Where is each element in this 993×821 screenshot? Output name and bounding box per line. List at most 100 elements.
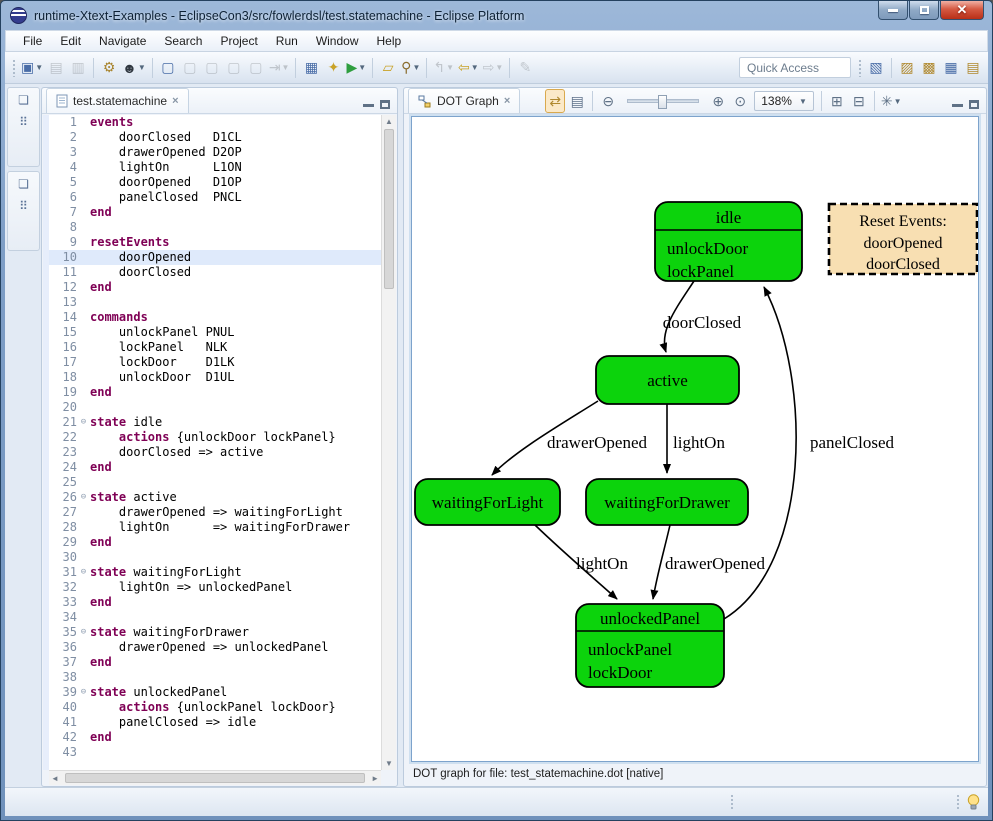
- code-line-8[interactable]: 8: [49, 220, 381, 235]
- scroll-down-icon[interactable]: ▼: [385, 759, 393, 768]
- lightbulb-icon[interactable]: [967, 794, 980, 811]
- menu-edit[interactable]: Edit: [60, 34, 82, 48]
- menu-project[interactable]: Project: [220, 34, 258, 48]
- code-line-18[interactable]: 18 unlockDoor D1UL: [49, 370, 381, 385]
- maximize-view-icon[interactable]: [380, 100, 390, 109]
- reset-layout-icon[interactable]: ✳▼: [880, 89, 903, 113]
- maximize-view-icon[interactable]: [969, 100, 979, 109]
- code-line-17[interactable]: 17 lockDoor D1LK: [49, 355, 381, 370]
- code-line-20[interactable]: 20: [49, 400, 381, 415]
- scroll-right-icon[interactable]: ►: [371, 774, 379, 783]
- minimized-view-stack-1[interactable]: ❏⠿: [7, 87, 40, 167]
- open-resource-icon[interactable]: ▱: [378, 56, 398, 80]
- show-dot-source-icon[interactable]: ▤: [567, 89, 587, 113]
- menu-navigate[interactable]: Navigate: [99, 34, 147, 48]
- code-line-34[interactable]: 34: [49, 610, 381, 625]
- code-line-5[interactable]: 5 doorOpened D1OP: [49, 175, 381, 190]
- code-line-6[interactable]: 6 panelClosed PNCL: [49, 190, 381, 205]
- code-line-22[interactable]: 22 actions {unlockDoor lockPanel}: [49, 430, 381, 445]
- code-line-16[interactable]: 16 lockPanel NLK: [49, 340, 381, 355]
- menu-search[interactable]: Search: [164, 34, 203, 48]
- code-line-4[interactable]: 4 lightOn L1ON: [49, 160, 381, 175]
- state-node-waitingForLight[interactable]: waitingForLight: [414, 478, 561, 526]
- monitor-3-icon[interactable]: ▢: [224, 56, 244, 80]
- perspective-debug-icon[interactable]: ▦: [941, 56, 961, 80]
- zoom-fit-width-icon[interactable]: ⊞: [827, 89, 847, 113]
- zoom-reset-icon[interactable]: ⊙: [730, 89, 750, 113]
- new-spark-icon[interactable]: ✦: [323, 56, 343, 80]
- perspective-java-icon[interactable]: ▤: [963, 56, 983, 80]
- fold-marker-icon[interactable]: ⊖: [80, 627, 87, 637]
- new-wizard-icon[interactable]: ▣▼: [20, 56, 44, 80]
- scroll-left-icon[interactable]: ◄: [51, 774, 59, 783]
- zoom-in-icon[interactable]: ⊕: [708, 89, 728, 113]
- scroll-up-icon[interactable]: ▲: [385, 117, 393, 126]
- code-line-31[interactable]: 31⊖state waitingForLight: [49, 565, 381, 580]
- console-icon[interactable]: ▢: [158, 56, 178, 80]
- tab-close-icon[interactable]: ×: [503, 95, 511, 107]
- back-icon[interactable]: ⇦▼: [457, 56, 480, 80]
- user-avatar-icon[interactable]: ☻▼: [121, 56, 147, 80]
- new-table-icon[interactable]: ▦: [301, 56, 321, 80]
- menu-run[interactable]: Run: [275, 34, 298, 48]
- code-line-40[interactable]: 40 actions {unlockPanel lockDoor}: [49, 700, 381, 715]
- code-line-21[interactable]: 21⊖state idle: [49, 415, 381, 430]
- code-line-41[interactable]: 41 panelClosed => idle: [49, 715, 381, 730]
- fold-marker-icon[interactable]: ⊖: [80, 417, 87, 427]
- save-all-icon[interactable]: ▥: [68, 56, 88, 80]
- zoom-fit-page-icon[interactable]: ⊟: [849, 89, 869, 113]
- perspective-team-icon[interactable]: ▩: [919, 56, 939, 80]
- code-line-13[interactable]: 13: [49, 295, 381, 310]
- zoom-level-combo[interactable]: 138%▼: [754, 91, 814, 111]
- save-icon[interactable]: ▤: [46, 56, 66, 80]
- editor-vertical-scrollbar[interactable]: ▲ ▼: [381, 115, 396, 770]
- search-flashlight-icon[interactable]: ⚲▼: [400, 56, 421, 80]
- forward-icon[interactable]: ⇨▼: [482, 56, 505, 80]
- maximize-button[interactable]: [909, 1, 939, 20]
- open-perspective-icon[interactable]: ▧: [866, 56, 886, 80]
- link-with-editor-icon[interactable]: ⇄: [545, 89, 566, 113]
- close-button[interactable]: ✕: [940, 1, 984, 20]
- menu-file[interactable]: File: [23, 34, 43, 48]
- fold-marker-icon[interactable]: ⊖: [80, 492, 87, 502]
- code-line-30[interactable]: 30: [49, 550, 381, 565]
- zoom-slider-thumb[interactable]: [657, 95, 667, 109]
- code-line-39[interactable]: 39⊖state unlockedPanel: [49, 685, 381, 700]
- quick-access-box[interactable]: Quick Access: [739, 57, 851, 78]
- code-line-43[interactable]: 43: [49, 745, 381, 760]
- menu-window[interactable]: Window: [315, 34, 359, 48]
- scroll-thumb[interactable]: [384, 129, 394, 289]
- state-node-waitingForDrawer[interactable]: waitingForDrawer: [585, 478, 749, 526]
- restore-view-icon[interactable]: ❏: [18, 93, 29, 107]
- last-edit-icon[interactable]: ↰▼: [432, 56, 455, 80]
- scroll-thumb[interactable]: [65, 773, 365, 783]
- zoom-slider[interactable]: [627, 95, 700, 109]
- code-line-23[interactable]: 23 doorClosed => active: [49, 445, 381, 460]
- code-line-15[interactable]: 15 unlockPanel PNUL: [49, 325, 381, 340]
- tab-test-statemachine[interactable]: test.statemachine ×: [46, 88, 189, 113]
- run-icon[interactable]: ▶▼: [345, 56, 367, 80]
- minimized-view-stack-2[interactable]: ❏⠿: [7, 171, 40, 251]
- code-line-2[interactable]: 2 doorClosed D1CL: [49, 130, 381, 145]
- fold-marker-icon[interactable]: ⊖: [80, 687, 87, 697]
- state-node-active[interactable]: active: [595, 355, 740, 405]
- package-view-icon[interactable]: ⠿: [19, 199, 28, 213]
- code-line-38[interactable]: 38: [49, 670, 381, 685]
- tab-close-icon[interactable]: ×: [172, 95, 179, 107]
- pencil-icon[interactable]: ✎: [515, 56, 535, 80]
- code-line-36[interactable]: 36 drawerOpened => unlockedPanel: [49, 640, 381, 655]
- editor-horizontal-scrollbar[interactable]: ◄ ►: [49, 770, 381, 785]
- code-line-25[interactable]: 25: [49, 475, 381, 490]
- monitor-1-icon[interactable]: ▢: [180, 56, 200, 80]
